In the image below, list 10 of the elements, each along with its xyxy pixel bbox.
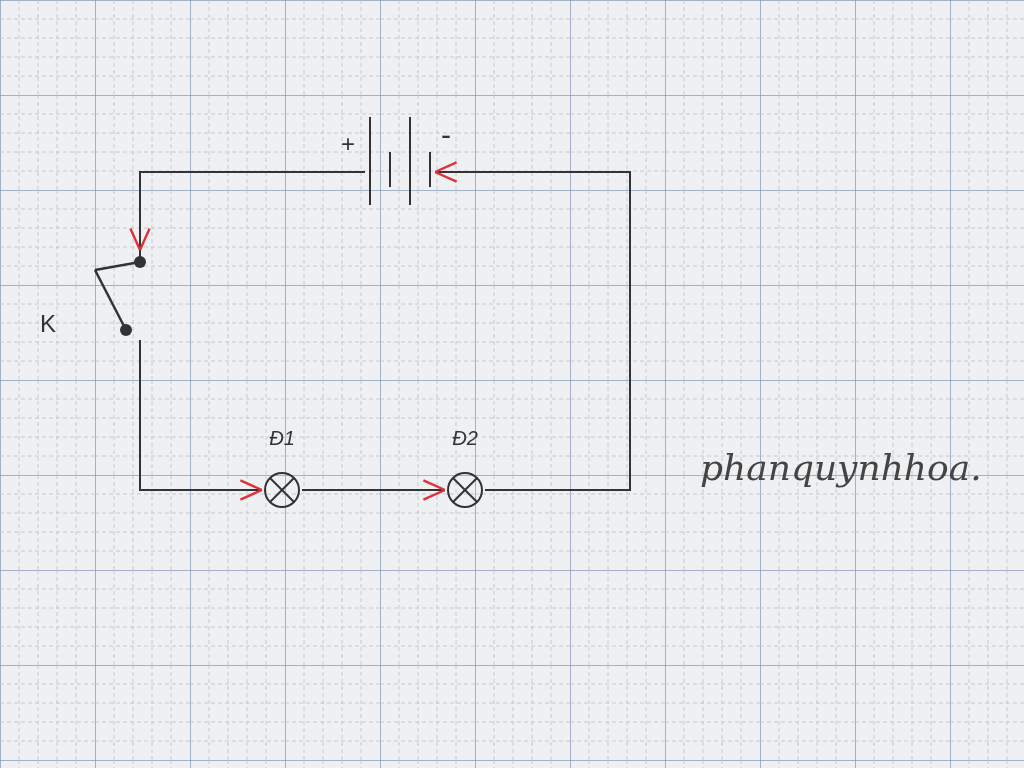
signature: phanquynhhoa. [700,448,982,488]
wire [129,171,366,252]
wire [433,161,631,491]
lamp-label: Đ1 [269,426,295,451]
minus-sign: - [441,120,451,150]
switch-label: K [40,312,56,336]
lamp-label: Đ2 [452,426,478,451]
wire [301,479,447,501]
plus-sign: + [341,132,355,156]
wire [139,339,264,501]
